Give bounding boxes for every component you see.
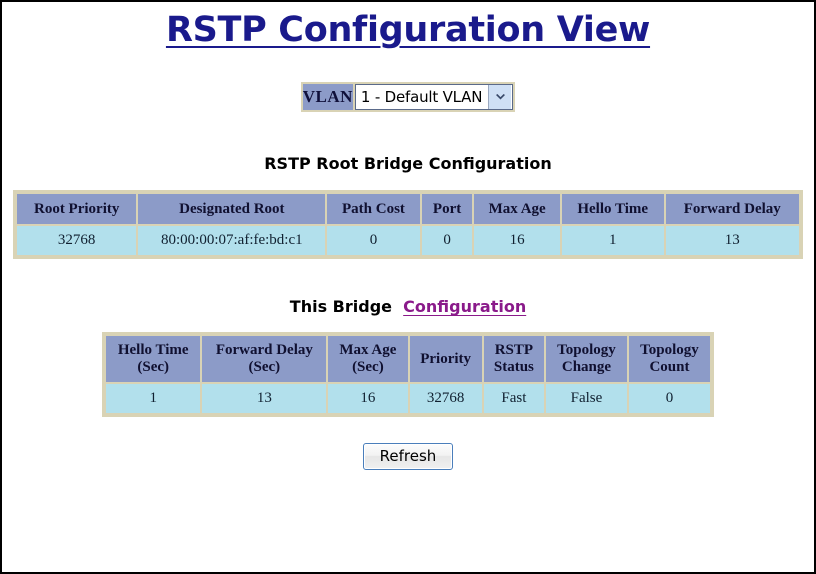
cell-hello-time: 1 (106, 384, 201, 413)
header-line-1: Hello Time (117, 342, 189, 358)
cell-topology-count: 0 (628, 384, 710, 413)
header-line-2: Count (649, 359, 690, 375)
cell-forward-delay: 13 (665, 226, 799, 255)
cell-priority: 32768 (409, 384, 482, 413)
this-bridge-table: Hello Time (Sec) Forward Delay (Sec) Max… (102, 332, 714, 417)
table-row: 32768 80:00:00:07:af:fe:bd:c1 0 0 16 1 1… (17, 226, 799, 255)
header-line-2: (Sec) (137, 359, 170, 375)
vlan-selector-row: VLAN 1 - Default VLAN (2, 82, 814, 112)
cell-root-priority: 32768 (17, 226, 137, 255)
cell-forward-delay: 13 (202, 384, 327, 413)
column-header-rstp-status: RSTP Status (483, 336, 544, 382)
header-line-1: Forward Delay (215, 342, 313, 358)
column-header-forward-delay-sec: Forward Delay (Sec) (202, 336, 327, 382)
header-line-1: Max Age (339, 342, 397, 358)
root-bridge-table-wrap: Root Priority Designated Root Path Cost … (2, 190, 814, 259)
column-header-hello-time-sec: Hello Time (Sec) (106, 336, 201, 382)
header-line-1: Topology (640, 342, 699, 358)
column-header-topology-count: Topology Count (628, 336, 710, 382)
column-header-designated-root: Designated Root (138, 194, 326, 224)
cell-topology-change: False (545, 384, 627, 413)
header-line-1: RSTP (494, 342, 534, 358)
vlan-label: VLAN (301, 83, 355, 111)
table-row: 1 13 16 32768 Fast False 0 (106, 384, 710, 413)
column-header-hello-time: Hello Time (561, 194, 664, 224)
header-line-2: Change (561, 359, 612, 375)
header-line-1: Topology (557, 342, 616, 358)
column-header-port: Port (421, 194, 473, 224)
vlan-select[interactable]: 1 - Default VLAN (354, 84, 514, 110)
refresh-button[interactable]: Refresh (362, 443, 454, 470)
chevron-down-icon[interactable] (488, 85, 512, 109)
root-bridge-heading: RSTP Root Bridge Configuration (264, 154, 552, 173)
header-line-2: (Sec) (248, 359, 281, 375)
header-line-2: Status (493, 359, 534, 375)
page-title-text: RSTP Configuration View (165, 10, 651, 50)
vlan-select-cell: 1 - Default VLAN (353, 83, 515, 111)
vlan-selector-table: VLAN 1 - Default VLAN (300, 82, 516, 112)
this-bridge-heading: This Bridge Configuration (2, 297, 814, 316)
column-header-topology-change: Topology Change (545, 336, 627, 382)
root-bridge-table: Root Priority Designated Root Path Cost … (13, 190, 803, 259)
cell-max-age: 16 (474, 226, 560, 255)
column-header-max-age: Max Age (474, 194, 560, 224)
column-header-max-age-sec: Max Age (Sec) (328, 336, 408, 382)
page-title: RSTP Configuration View (2, 2, 814, 52)
this-bridge-table-wrap: Hello Time (Sec) Forward Delay (Sec) Max… (2, 332, 814, 417)
cell-port: 0 (421, 226, 473, 255)
vlan-selected-value: 1 - Default VLAN (360, 88, 483, 106)
column-header-root-priority: Root Priority (17, 194, 137, 224)
cell-hello-time: 1 (561, 226, 664, 255)
cell-path-cost: 0 (327, 226, 420, 255)
this-bridge-heading-text: This Bridge (289, 297, 393, 316)
cell-designated-root: 80:00:00:07:af:fe:bd:c1 (138, 226, 326, 255)
header-line-2: (Sec) (352, 359, 384, 375)
column-header-forward-delay: Forward Delay (665, 194, 799, 224)
table-header-row: Hello Time (Sec) Forward Delay (Sec) Max… (106, 336, 710, 382)
column-header-priority: Priority (409, 336, 482, 382)
column-header-path-cost: Path Cost (327, 194, 420, 224)
table-header-row: Root Priority Designated Root Path Cost … (17, 194, 799, 224)
cell-rstp-status: Fast (483, 384, 544, 413)
configuration-link[interactable]: Configuration (403, 297, 527, 316)
cell-max-age: 16 (328, 384, 408, 413)
footer-actions: Refresh (2, 443, 814, 470)
